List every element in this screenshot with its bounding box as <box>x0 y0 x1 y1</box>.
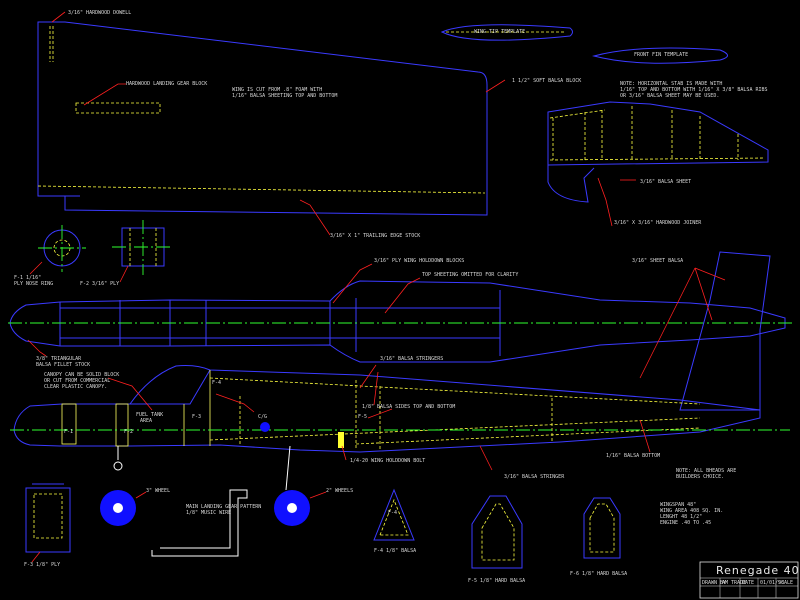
fin-template <box>592 47 728 64</box>
fuselage-top-view <box>8 263 792 363</box>
label-wing-tip-template: WING TIP TEMPLATE <box>474 29 525 35</box>
tag-f5: F-5 <box>358 414 367 420</box>
tag-f3: F-3 <box>192 414 201 420</box>
label-wheels-2: 2" WHEELS <box>326 488 353 494</box>
f2-ply <box>112 220 172 283</box>
label-canopy-3: CLEAR PLASTIC CANOPY. <box>44 384 107 390</box>
main-wheel <box>135 490 327 526</box>
label-main-gear-2: 1/8" MUSIC WIRE <box>186 510 231 516</box>
label-note-horiz-1: NOTE: HORIZONTAL STAB IS MADE WITH <box>620 81 722 87</box>
label-f2: F-2 3/16" PLY <box>80 281 119 287</box>
title-drawn-by: DRAWN BY <box>702 580 726 586</box>
wing-leaders <box>51 11 506 236</box>
label-wheel-3: 3" WHEEL <box>146 488 170 494</box>
label-dowel: 3/16" HARDWOOD DOWELL <box>68 10 131 16</box>
title-date-label: DATE <box>742 580 754 586</box>
label-canopy-1: CANOPY CAN BE SOLID BLOCK <box>44 372 119 378</box>
label-sheet-balsa: 3/16" SHEET BALSA <box>632 258 683 264</box>
label-f1: F-1 1/16" <box>14 275 41 281</box>
label-wing-cut-1: WING IS CUT FROM .8" FOAM WITH <box>232 87 322 93</box>
label-spec-3: LENGHT 48 1/2" <box>660 514 702 520</box>
tag-f4: F-4 <box>212 380 221 386</box>
label-f6-hard: F-6 1/8" HARD BALSA <box>570 571 627 577</box>
label-trailing-edge: 3/16" X 1" TRAILING EDGE STOCK <box>330 233 420 239</box>
label-stringers: 3/16" BALSA STRINGERS <box>380 356 443 362</box>
vertical-fin <box>639 251 771 411</box>
label-holddown: 3/16" PLY WING HOLDDOWN BLOCKS <box>374 258 464 264</box>
label-bolt: 1/4-20 WING HOLDDOWN BOLT <box>350 458 425 464</box>
label-spec-2: WING AREA 408 SQ. IN. <box>660 508 723 514</box>
label-joiner: 3/16" X 3/16" HARDWOOD JOINER <box>614 220 702 226</box>
label-fin-template: FRONT FIN TEMPLATE <box>634 52 688 58</box>
label-landing-gear-block: HARDWOOD LANDING GEAR BLOCK <box>126 81 207 87</box>
f5-frame <box>471 495 523 569</box>
label-spec-1: WINGSPAN 48" <box>660 502 696 508</box>
f3-frame <box>25 483 71 563</box>
f1-nose-ring <box>29 225 86 275</box>
label-wing-cut-2: 1/16" BALSA SHEETING TOP AND BOTTOM <box>232 93 337 99</box>
title-am-trade: AM TRADE <box>722 580 746 586</box>
main-gear-pattern <box>151 489 248 557</box>
label-fuel-tank-1: FUEL TANK <box>136 412 163 418</box>
tag-f2: F-2 <box>124 429 133 435</box>
label-f3-fly: F-3 1/8" PLY <box>24 562 60 568</box>
nose-wheel <box>100 490 136 526</box>
label-bottom: 1/16" BALSA BOTTOM <box>606 453 660 459</box>
label-canopy-2: OR CUT FROM COMMERCIAL <box>44 378 110 384</box>
title-date: 01/01/98 <box>760 580 784 586</box>
label-fuel-tank-2: AREA <box>140 418 152 424</box>
label-sides: 1/8" BALSA SIDES TOP AND BOTTOM <box>362 404 455 410</box>
label-notes-2: BUILDERS CHOICE. <box>676 474 724 480</box>
f4-frame <box>373 488 415 541</box>
label-soft-balsa-block: 1 1/2" SOFT BALSA BLOCK <box>512 78 581 84</box>
label-spec-4: ENGINE .40 TO .45 <box>660 520 711 526</box>
fuselage-side-view <box>10 364 790 491</box>
drawing-labels: 3/16" HARDWOOD DOWELL WING TIP TEMPLATE … <box>14 10 768 584</box>
title-scale: SCALE <box>778 580 793 586</box>
title-block: Renegade 40 DRAWN BY AM TRADE DATE 01/01… <box>699 561 800 599</box>
wing-plan-view <box>37 21 488 216</box>
label-triangular-2: BALSA FILLET STOCK <box>36 362 90 368</box>
tag-f1: F-1 <box>64 429 73 435</box>
label-balsa-sheet: 3/16" BALSA SHEET <box>640 179 691 185</box>
label-f4-balsa: F-4 1/8" BALSA <box>374 548 416 554</box>
drawing-title: Renegade 40 <box>716 564 800 577</box>
label-main-gear-1: MAIN LANDING GEAR PATTERN <box>186 504 261 510</box>
label-f1-b: PLY NOSE RING <box>14 281 53 287</box>
label-cg: C/G <box>258 414 267 420</box>
wing-tip-template <box>440 24 573 41</box>
label-note-horiz-2: 1/16" TOP AND BOTTOM WITH 1/16" X 3/8" B… <box>620 87 768 93</box>
label-note-horiz-3: OR 3/16" BALSA SHEET MAY BE USED. <box>620 93 719 99</box>
label-notes-1: NOTE: ALL BHEADS ARE <box>676 468 736 474</box>
label-f5-hard: F-5 1/8" HARD BALSA <box>468 578 525 584</box>
tag-f4-frame: F-4 <box>388 510 397 516</box>
f6-frame <box>583 497 621 559</box>
label-triangular-1: 3/8" TRIANGULAR <box>36 356 82 362</box>
horizontal-stab <box>547 101 769 227</box>
label-top-sheeting: TOP SHEETING OMITTED FOR CLARITY <box>422 272 518 278</box>
label-stringer: 3/16" BALSA STRINGER <box>504 474 565 480</box>
